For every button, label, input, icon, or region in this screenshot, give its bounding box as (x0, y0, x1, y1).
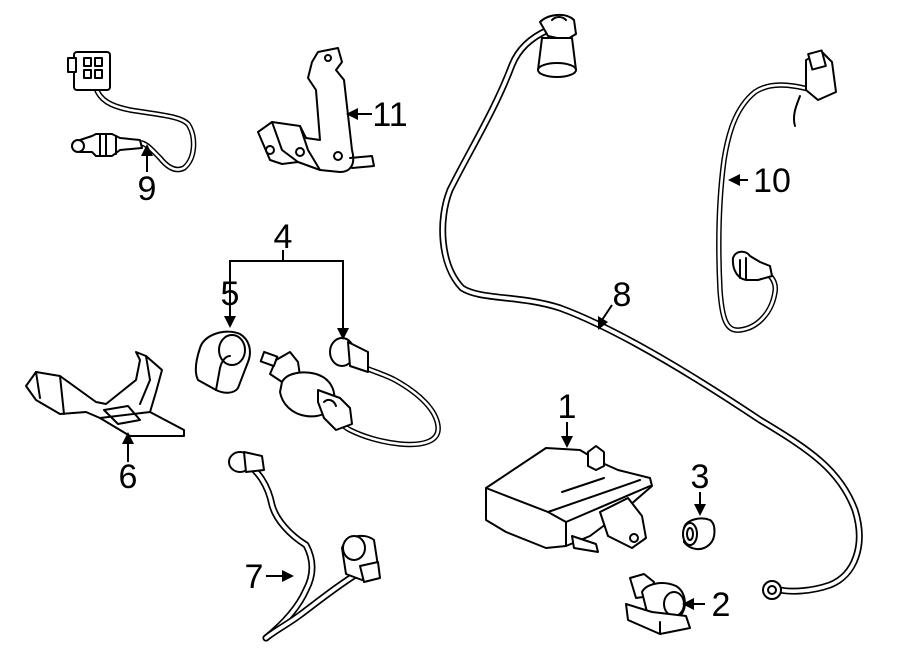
callout-10: 10 (753, 162, 791, 200)
leader-lines (122, 108, 748, 610)
part-6-bracket (25, 351, 185, 437)
callout-11: 11 (372, 96, 407, 134)
callout-2: 2 (712, 586, 731, 624)
part-5-grommet (194, 330, 251, 394)
callout-4: 4 (274, 218, 293, 256)
part-9-oxygen-sensor (67, 51, 197, 173)
part-10-oxygen-sensor (716, 49, 837, 333)
callout-8: 8 (613, 276, 632, 314)
part-7-hose (228, 451, 381, 642)
part-8-vapor-tube (439, 14, 863, 600)
callout-5: 5 (221, 275, 240, 313)
callout-7: 7 (245, 558, 264, 596)
callout-1: 1 (558, 388, 577, 426)
part-3-grommet (682, 517, 716, 550)
part-4-purge-valve (259, 337, 441, 448)
part-2-valve (625, 573, 691, 635)
part-1-canister (485, 445, 653, 553)
callout-6: 6 (119, 458, 138, 496)
part-11-bracket (257, 47, 375, 173)
callout-3: 3 (691, 458, 710, 496)
callout-9: 9 (138, 170, 157, 208)
callout-labels: 1 2 3 4 5 6 7 8 9 10 11 (119, 96, 791, 624)
